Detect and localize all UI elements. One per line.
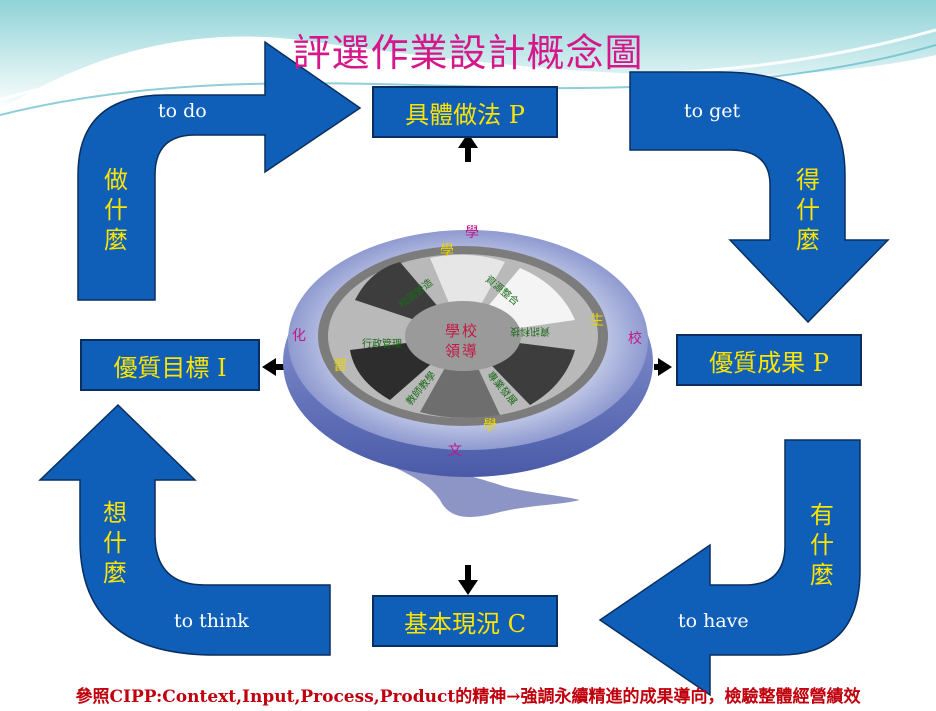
wheel-ring-char: 學: [440, 243, 454, 259]
arrow-vertical-have-what: 有什麼: [810, 501, 834, 589]
connector-arrows: [262, 133, 672, 595]
wheel-spokes: [350, 254, 575, 418]
arrow-label-to-get: to get: [684, 100, 741, 122]
page-title: 評選作業設計概念圖: [292, 31, 644, 75]
to-have-arrow: [598, 439, 861, 697]
arrow-label-to-have: to have: [678, 610, 749, 632]
wheel-spoke-label: 行政管理: [362, 339, 402, 350]
box-concrete-practice: 具體做法 P: [372, 86, 558, 138]
arrow-vertical-do-what: 做什麼: [104, 166, 128, 254]
arrow-label-to-think: to think: [174, 610, 249, 632]
wheel-ring-char: 習: [333, 358, 347, 374]
box-quality-results: 優質成果 P: [676, 334, 862, 386]
arrow-vertical-think-what: 想什麼: [103, 499, 127, 587]
to-get-arrow: [629, 71, 890, 324]
to-think-arrow: [38, 403, 331, 656]
wheel-ring-char: 生: [590, 313, 604, 329]
wheel-spoke-label: 資訊科技: [510, 325, 550, 336]
wheel-ring-char: 化: [292, 328, 306, 344]
box-quality-goals: 優質目標 I: [80, 339, 260, 391]
arrow-vertical-get-what: 得什麼: [796, 166, 820, 254]
wheel-ring-char: 學: [465, 225, 479, 241]
footer-note: 參照CIPP:Context,Input,Process,Product的精神→…: [75, 687, 861, 707]
wheel-ring-char: 學: [483, 418, 497, 434]
to-do-arrow: [77, 40, 362, 301]
box-basic-status: 基本現況 C: [372, 595, 558, 647]
wheel-ring-char: 校: [628, 331, 642, 347]
header-band: [0, 0, 936, 110]
wheel-center-school: 學校: [445, 322, 480, 340]
wheel-ring-char: 文: [448, 443, 462, 459]
arrow-label-to-do: to do: [158, 100, 207, 122]
wheel-center-leadership: 領導: [445, 342, 480, 360]
